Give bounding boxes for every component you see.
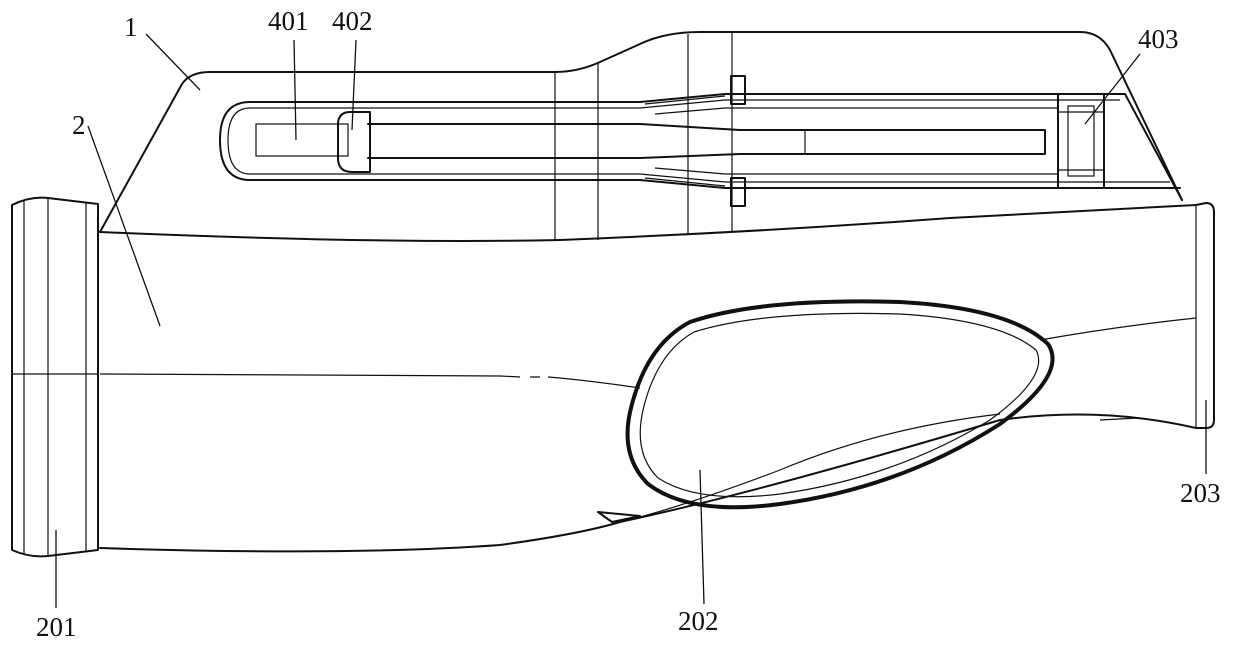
- label-2: 2: [72, 110, 86, 140]
- rod-channel: [220, 94, 1182, 200]
- label-202: 202: [678, 606, 719, 636]
- inlet-collar-201: [12, 198, 98, 557]
- outlet-collar-203: [1196, 203, 1214, 428]
- label-201: 201: [36, 612, 77, 642]
- label-1: 1: [124, 12, 138, 42]
- main-body: [100, 205, 1196, 551]
- side-opening-202: [628, 301, 1053, 507]
- pins: [731, 76, 745, 206]
- upper-housing: [100, 32, 1182, 240]
- label-402: 402: [332, 6, 373, 36]
- label-403: 403: [1138, 24, 1179, 54]
- label-401: 401: [268, 6, 309, 36]
- label-203: 203: [1180, 478, 1221, 508]
- leader-lines: [56, 34, 1206, 608]
- rod-401: [256, 124, 1045, 158]
- slider-402: [338, 112, 370, 172]
